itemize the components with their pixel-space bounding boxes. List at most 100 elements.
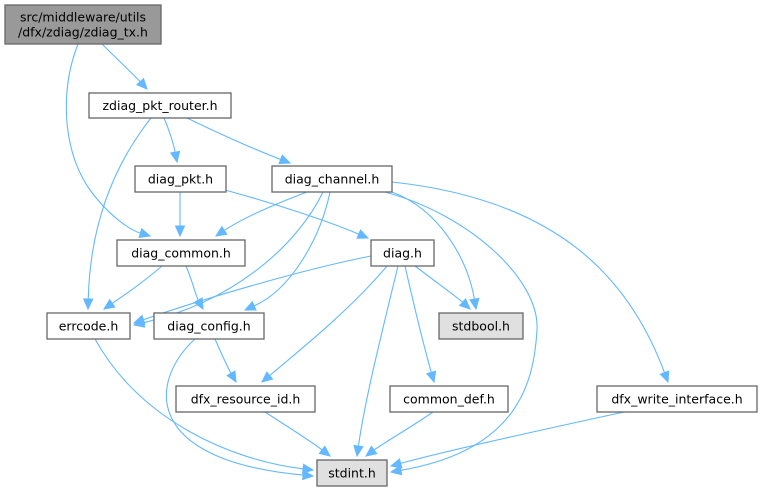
arrowhead-icon [318,445,331,457]
node-label: /dfx/zdiag/zdiag_tx.h [18,25,148,40]
edge-line [186,117,281,160]
arrowhead-icon [82,298,94,311]
node-box [153,312,265,340]
arrowhead-icon [389,458,403,469]
node-diag-channel[interactable]: diag_channel.h [271,165,393,193]
node-box [370,239,435,267]
node-zdiag-pkt-router[interactable]: zdiag_pkt_router.h [88,92,232,119]
node-box [316,459,388,487]
node-label: errcode.h [59,319,119,334]
edge-diag_pkt-to-diag [224,189,370,239]
node-box [88,92,232,119]
edge-diag_config-to-dfx_resource_id [214,338,237,384]
arrowhead-icon [132,314,146,325]
edge-zdiag_pkt_router-to-diag_channel [186,117,292,165]
node-label: dfx_resource_id.h [191,392,301,407]
edge-line [111,265,163,304]
edge-line [264,411,323,451]
node-label: src/middleware/utils [20,10,146,25]
node-box [175,385,316,413]
edge-line [185,265,199,301]
node-label: zdiag_pkt_router.h [102,98,217,113]
arrowhead-icon [356,229,370,239]
arrowhead-icon [193,297,204,311]
edge-diag-to-stdint [353,265,399,458]
edge-line [384,191,538,471]
edge-line [224,189,359,235]
edge-line [163,117,176,153]
edge-diag_channel-to-diag_config [243,191,331,311]
node-diag-config[interactable]: diag_config.h [153,312,265,340]
node-label: diag_pkt.h [148,172,213,187]
node-box [438,312,524,340]
edge-diag_config-to-stdint [165,338,315,481]
node-box [4,4,162,45]
edge-line [400,411,625,464]
nodes-layer: src/middleware/utils/dfx/zdiag/zdiag_tx.… [4,4,758,487]
arrowhead-icon [135,77,148,90]
edge-line [391,181,666,373]
node-diag[interactable]: diag.h [370,239,435,267]
node-label: diag_config.h [167,319,250,334]
edge-dfx_write_interface-to-stdint [389,411,625,469]
edge-line [87,117,152,300]
arrowhead-icon [226,370,237,384]
arrowhead-icon [138,227,152,239]
edge-line [414,265,463,303]
node-box [271,165,393,193]
arrowhead-icon [365,445,378,457]
node-diag-common[interactable]: diag_common.h [116,239,246,267]
arrowhead-icon [458,298,471,310]
node-stdint[interactable]: stdint.h [316,459,388,487]
edge-root-to-zdiag_pkt_router [101,43,148,90]
edge-diag-to-errcode [132,255,372,325]
node-dfx-resource-id[interactable]: dfx_resource_id.h [175,385,316,413]
node-common-def[interactable]: common_def.h [389,385,509,413]
edge-diag_common-to-errcode [102,265,163,310]
node-box [46,312,131,340]
edge-line [101,43,141,83]
edge-diag-to-stdbool [414,265,471,310]
arrowhead-icon [469,297,480,311]
edge-dfx_resource_id-to-stdint [264,411,331,457]
node-root[interactable]: src/middleware/utils/dfx/zdiag/zdiag_tx.… [4,4,162,45]
node-dfx-write-interface[interactable]: dfx_write_interface.h [596,385,758,413]
edge-line [373,411,434,451]
node-label: stdint.h [328,466,376,481]
node-errcode[interactable]: errcode.h [46,312,131,340]
arrowhead-icon [659,370,670,384]
edge-common_def-to-stdint [365,411,434,457]
edge-zdiag_pkt_router-to-errcode [82,117,152,311]
edge-line [269,265,388,376]
arrowhead-icon [261,371,274,383]
arrowhead-icon [302,469,315,481]
edge-zdiag_pkt_router-to-diag_pkt [163,117,181,164]
edge-line [165,338,304,476]
edge-diag_channel-to-diag_common [214,191,308,237]
edge-diag_channel-to-dfx_write_interface [391,181,670,384]
arrowhead-icon [278,154,292,165]
node-label: dfx_write_interface.h [611,392,742,407]
node-box [389,385,509,413]
node-box [134,165,227,193]
node-label: diag_channel.h [285,172,380,187]
node-box [596,385,758,413]
arrowhead-icon [169,150,181,164]
edge-line [65,43,141,234]
edge-diag_pkt-to-diag_common [174,192,186,238]
edge-line [253,191,331,307]
edge-line [357,265,399,447]
node-diag-pkt[interactable]: diag_pkt.h [134,165,227,193]
edge-diag-to-dfx_resource_id [261,265,388,383]
edges-layer [65,43,670,481]
node-label: stdbool.h [452,319,510,334]
edge-diag-to-common_def [404,265,437,384]
node-label: diag_common.h [131,246,231,261]
arrowhead-icon [243,300,257,311]
node-stdbool[interactable]: stdbool.h [438,312,524,340]
node-box [116,239,246,267]
edge-line [143,255,372,321]
arrowhead-icon [102,298,116,310]
edge-diag_channel-to-stdint [384,191,538,476]
